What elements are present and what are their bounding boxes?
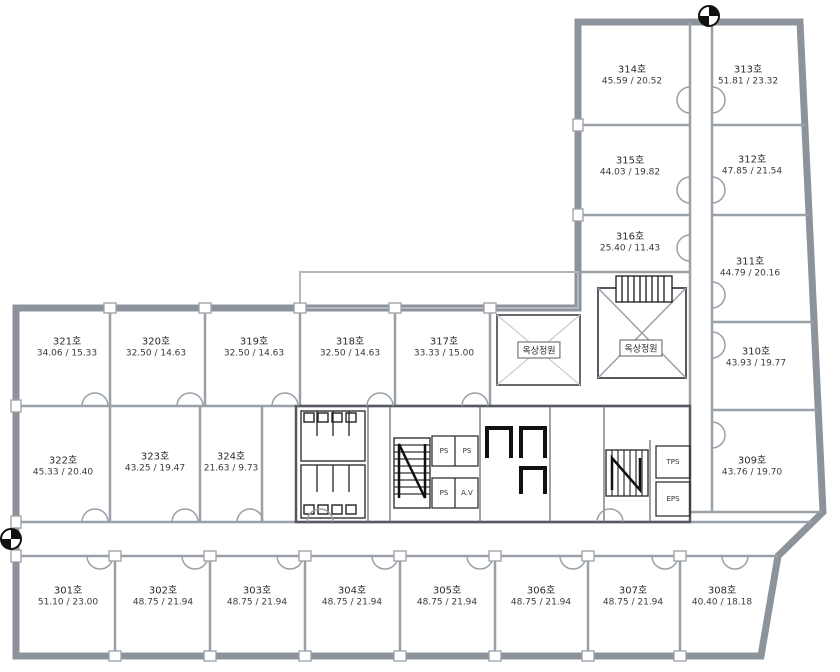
shaft-label-ps: PS (462, 447, 472, 455)
roof-garden-hatch (597, 287, 687, 379)
toilet-fixtures (300, 410, 366, 519)
section-marker-icon (0, 528, 22, 550)
stairs-icon (615, 275, 673, 303)
section-marker-icon (698, 5, 720, 27)
stairs-icon (605, 449, 649, 497)
shaft-label-av: A.V (461, 489, 473, 497)
columns (10, 118, 687, 662)
shaft-label-tps: TPS (666, 458, 680, 466)
shaft-label-ps: PS (439, 489, 449, 497)
roof-garden-label: 옥상정원 (619, 339, 663, 357)
shaft-label-eps: EPS (666, 495, 680, 503)
service-core (294, 404, 692, 524)
shaft-label-ps: PS (439, 447, 449, 455)
terrace-parapet (299, 271, 579, 309)
shaft-boxes (431, 435, 691, 517)
roof-garden-label: 옥상정원 (517, 341, 561, 359)
elevator-icon (485, 426, 547, 494)
stairs-icon (393, 437, 431, 509)
